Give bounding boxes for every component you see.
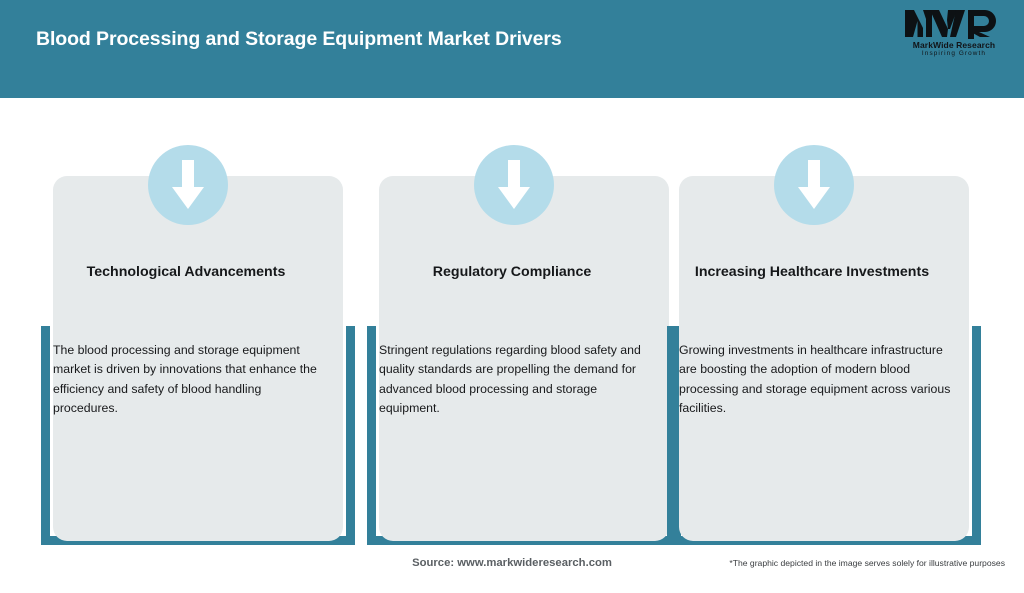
arrow-down-icon: [774, 145, 854, 225]
source-label: Source: www.markwideresearch.com: [412, 557, 612, 569]
logo-company-name: MarkWide Research: [912, 40, 996, 50]
card-body-text: Stringent regulations regarding blood sa…: [379, 343, 641, 416]
arrow-down-icon: [474, 145, 554, 225]
card-body-text: The blood processing and storage equipme…: [53, 343, 317, 416]
driver-cards-container: Technological Advancements The blood pro…: [0, 98, 1024, 546]
driver-card[interactable]: Technological Advancements The blood pro…: [41, 145, 355, 593]
card-body-text: Growing investments in healthcare infras…: [679, 343, 951, 416]
brand-logo: MarkWide Research Inspiring Growth: [902, 8, 1006, 64]
arrow-down-glyph: [798, 160, 830, 209]
arrow-down-glyph: [498, 160, 530, 209]
page-title: Blood Processing and Storage Equipment M…: [36, 28, 562, 50]
card-panel: [53, 176, 343, 541]
driver-card[interactable]: Regulatory Compliance Stringent regulati…: [367, 145, 681, 593]
logo-tagline: Inspiring Growth: [921, 50, 987, 57]
mwr-logo-icon: [905, 10, 996, 39]
card-panel: [379, 176, 669, 541]
disclaimer-note: *The graphic depicted in the image serve…: [729, 558, 1005, 568]
card-heading: Regulatory Compliance: [432, 264, 592, 280]
page-header: Blood Processing and Storage Equipment M…: [0, 0, 1024, 98]
card-panel: [679, 176, 969, 541]
arrow-down-icon: [148, 145, 228, 225]
card-heading: Increasing Healthcare Investments: [694, 264, 930, 280]
driver-card[interactable]: Increasing Healthcare Investments Growin…: [667, 145, 981, 593]
arrow-down-glyph: [172, 160, 204, 209]
card-heading: Technological Advancements: [86, 264, 286, 280]
